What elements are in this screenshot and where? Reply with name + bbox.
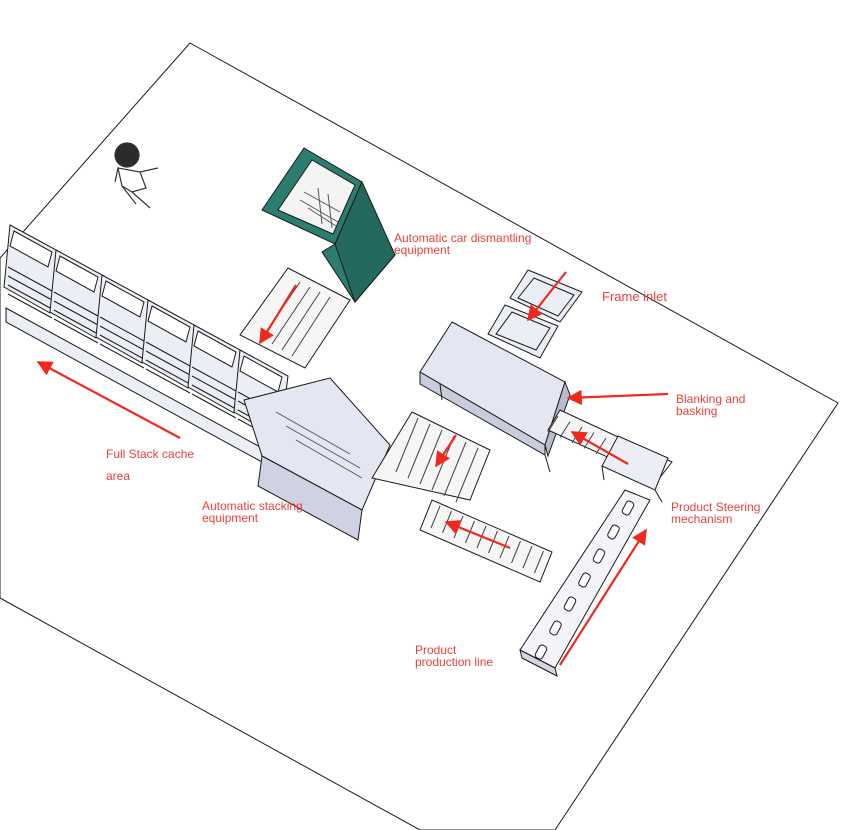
frame-inlet-pallets: [487, 269, 583, 359]
crate-layer: [145, 359, 191, 385]
roller: [499, 535, 510, 559]
label-steering: Product Steering mechanism: [671, 500, 761, 526]
label-production-line: Product production line: [415, 643, 494, 669]
stacking-equipment: [243, 377, 391, 541]
person-icon: [114, 142, 159, 209]
steering-mechanism: [601, 435, 669, 503]
crate-layer: [99, 325, 145, 351]
crate-layer: [99, 334, 145, 360]
roller: [430, 505, 441, 529]
rail-slot: [607, 524, 620, 540]
roller: [559, 421, 571, 438]
crate-top: [147, 305, 191, 343]
arrow-dismantling: [259, 284, 297, 345]
crate-top: [193, 330, 237, 368]
crate-top: [9, 230, 53, 268]
roller: [522, 545, 533, 569]
full-stack-cache-area: [3, 224, 289, 463]
arrow-blanking: [566, 389, 669, 406]
crate-layer: [191, 366, 237, 392]
rail-slot: [549, 620, 562, 636]
roller: [547, 415, 559, 433]
flow-arrows: [36, 271, 669, 666]
arrow-stacking-in: [435, 434, 457, 468]
rail-slot: [592, 548, 606, 564]
roller: [455, 447, 479, 503]
crate-layer: [99, 316, 145, 342]
crate-layer: [7, 266, 53, 292]
rail-slot: [578, 572, 591, 588]
car-dismantling-equipment: [239, 147, 396, 369]
crate-layer: [191, 393, 237, 419]
crate-layer: [53, 300, 99, 326]
roller: [595, 437, 607, 455]
crate-layer: [145, 368, 191, 394]
crate-top: [55, 255, 99, 293]
rail-slot: [621, 500, 635, 516]
arrow-lower-conveyor: [444, 520, 511, 550]
floor-outline: [0, 42, 839, 830]
crate-layer: [145, 350, 191, 376]
crate-layer: [191, 375, 237, 401]
roller: [419, 429, 443, 485]
crate-layer: [99, 343, 145, 369]
label-car-dismantling: Automatic car dismantling equipment: [394, 231, 532, 257]
arrow-conveyor: [570, 431, 629, 465]
arrow-production-line: [559, 528, 647, 666]
crate-layer: [53, 309, 99, 335]
crate-top: [101, 280, 145, 318]
label-full-stack: Full Stack cache area: [106, 447, 195, 483]
roller: [511, 540, 521, 564]
roller: [443, 441, 467, 497]
crate-layer: [191, 384, 237, 410]
roller: [534, 550, 544, 574]
crate-layer: [145, 341, 191, 367]
production-line-rail: [519, 489, 651, 677]
crate-layer: [7, 284, 53, 310]
roller: [407, 423, 431, 479]
arrow-full-stack: [36, 361, 181, 439]
label-blanking: Blanking and basking: [676, 392, 746, 418]
crate-layer: [53, 318, 99, 344]
rail-slot: [534, 644, 548, 660]
arrow-frame-inlet: [527, 271, 567, 322]
crate-layer: [7, 293, 53, 319]
crate-layer: [7, 275, 53, 301]
roller: [395, 417, 419, 473]
crate-layer: [53, 291, 99, 317]
rail-slot: [563, 596, 577, 612]
label-stacking: Automatic stacking equipment: [202, 499, 303, 525]
blanking-machine: [419, 321, 571, 473]
label-frame-inlet: Frame inlet: [602, 289, 668, 304]
